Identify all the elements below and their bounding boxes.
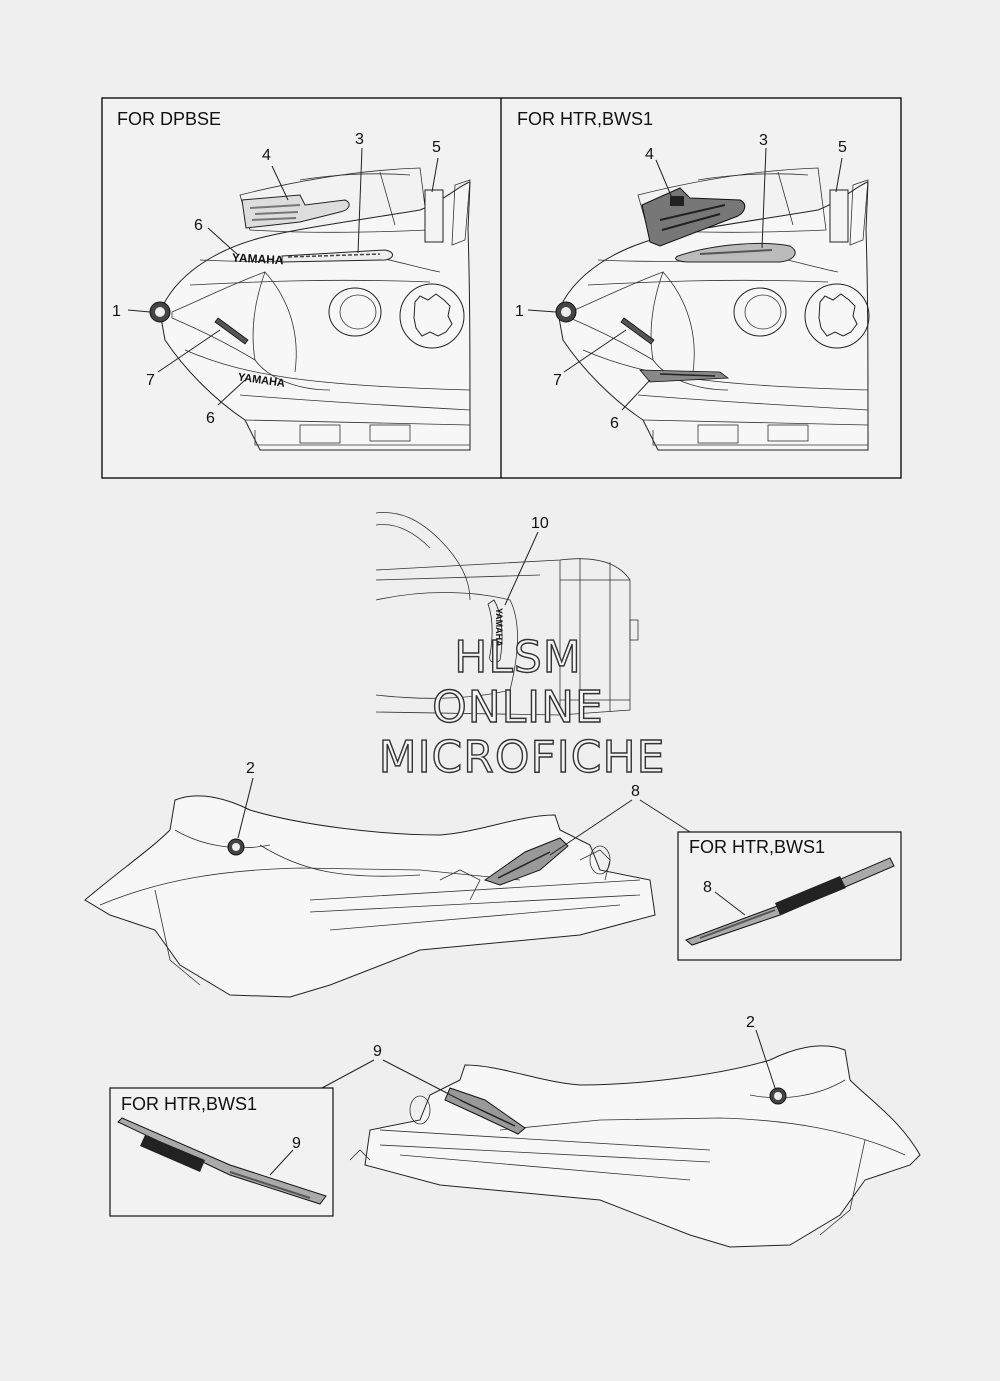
callout-6-left-upper: 6 [194, 217, 203, 234]
callout-10: 10 [531, 515, 549, 532]
panel-title-right: FOR HTR,BWS1 [517, 109, 653, 129]
front-view-left: YAMAHA YAMAHA 1 4 3 5 6 7 6 FOR DPBSE [112, 109, 471, 451]
watermark-line1: HLSM [454, 632, 582, 683]
callout-7-left: 7 [146, 372, 155, 389]
inset-decal-9: 9 FOR HTR,BWS1 [109, 1087, 334, 1217]
inset-title-8: FOR HTR,BWS1 [689, 837, 825, 857]
callout-4-right: 4 [645, 146, 654, 163]
inset-title-9: FOR HTR,BWS1 [121, 1094, 257, 1114]
panel-title-left: FOR DPBSE [117, 109, 221, 129]
side-view-right: 2 9 [321, 1014, 921, 1248]
callout-5-left: 5 [432, 139, 441, 156]
watermark: HLSM ONLINE MICROFICHE [378, 631, 666, 783]
watermark-line2: ONLINE [432, 682, 604, 733]
side-view-left: 2 8 [84, 760, 691, 998]
decal-6-upper: YAMAHA [232, 251, 285, 268]
callout-2-upper: 2 [246, 760, 255, 777]
rear-view: YAMAHA 10 [375, 512, 639, 716]
callout-5-right: 5 [838, 139, 847, 156]
callout-4-left: 4 [262, 147, 271, 164]
callout-7-right: 7 [553, 372, 562, 389]
callout-3-left: 3 [355, 131, 364, 148]
callout-8-main: 8 [631, 783, 640, 800]
callout-1-right: 1 [515, 303, 524, 320]
callout-1-left: 1 [112, 303, 121, 320]
callout-6-right: 6 [610, 415, 619, 432]
callout-9-inset: 9 [292, 1135, 301, 1152]
callout-3-right: 3 [759, 132, 768, 149]
decal-10: YAMAHA [494, 608, 504, 647]
front-view-right: 1 4 3 5 7 6 FOR HTR,BWS1 [515, 109, 870, 451]
callout-6-left-lower: 6 [206, 410, 215, 427]
callout-2-lower: 2 [746, 1014, 755, 1031]
callout-9-main: 9 [373, 1043, 382, 1060]
callout-8-inset: 8 [703, 879, 712, 896]
watermark-line3: MICROFICHE [379, 732, 666, 783]
inset-decal-8: 8 FOR HTR,BWS1 [677, 831, 902, 961]
